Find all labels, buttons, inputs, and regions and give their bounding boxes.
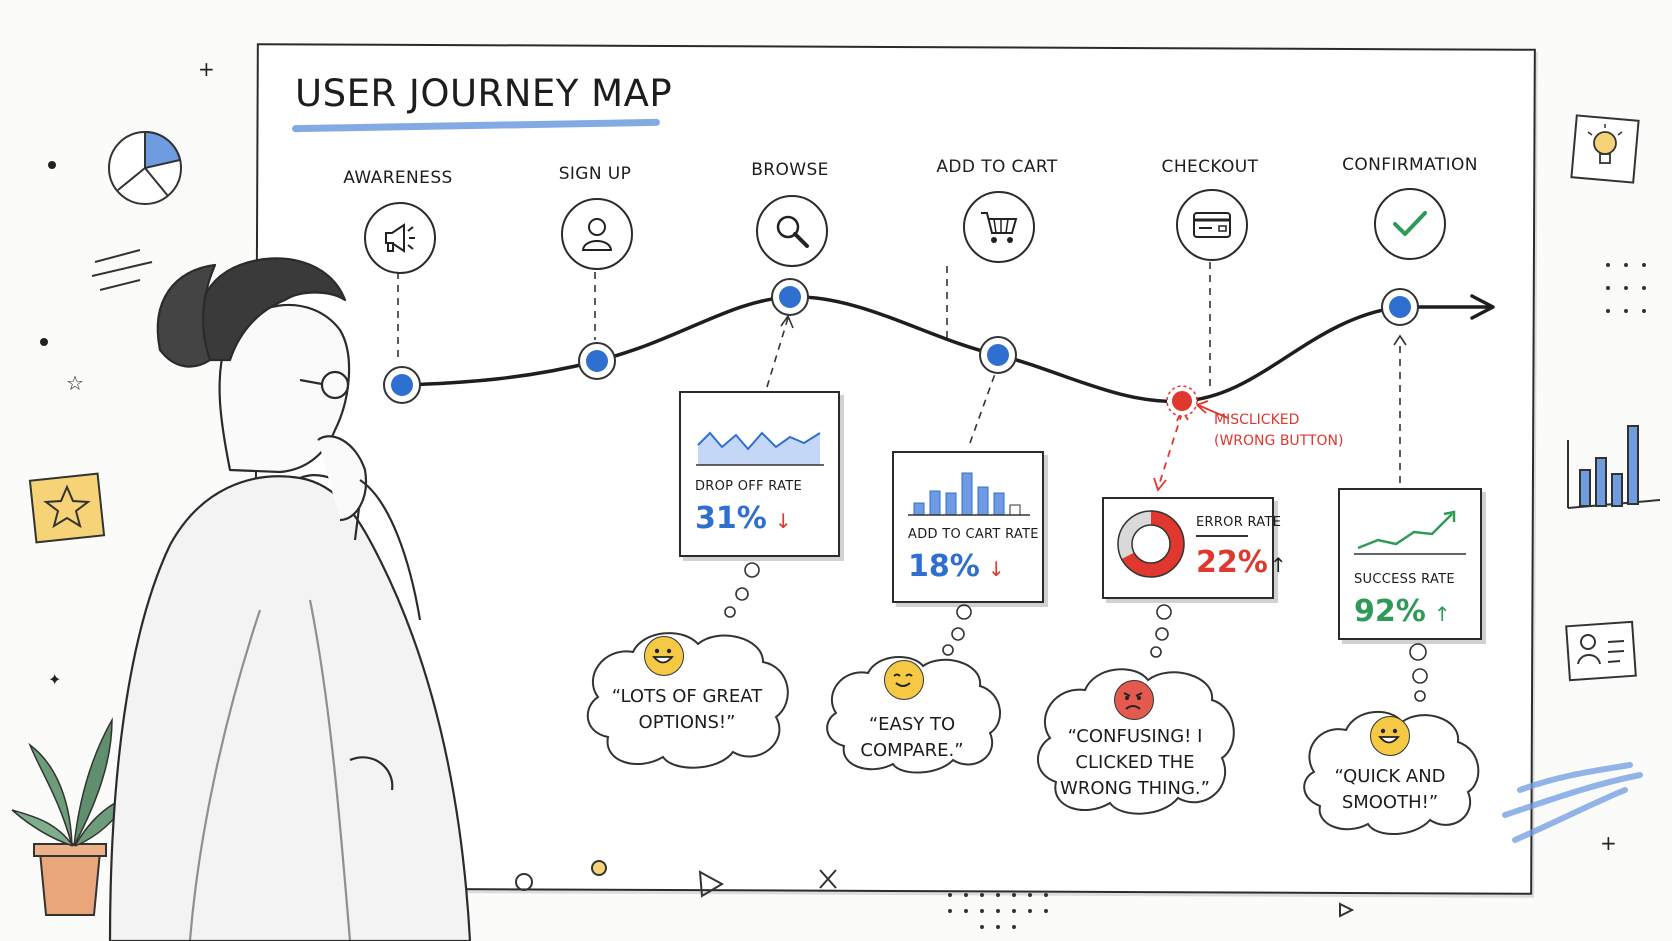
thought-text: “CONFUSING! I CLICKED THE WRONG THING.”	[1060, 726, 1210, 799]
bar-chart-thumbnail	[908, 472, 1030, 516]
line-chart-thumbnail	[696, 431, 824, 466]
angry-emoji-icon	[1114, 680, 1154, 720]
sketch-lines	[91, 249, 153, 291]
bar-chart-doodle	[1567, 425, 1661, 509]
trend-down-icon: ↓	[774, 509, 792, 533]
metric-card-add-to-cart: ADD TO CART RATE 18%↓	[892, 451, 1044, 603]
metric-card-drop-off: DROP OFF RATE 31%↓	[679, 391, 840, 557]
thought-bubble: “LOTS OF GREAT OPTIONS!”	[578, 622, 796, 772]
stage-label-awareness: AWARENESS	[343, 168, 453, 188]
svg-text:+: +	[1600, 831, 1617, 855]
metric-card-error-rate: ERROR RATE 22%↑	[1102, 497, 1287, 599]
metric-value: 22%↑	[1196, 545, 1287, 580]
cart-icon	[963, 191, 1035, 263]
thought-bubble: “CONFUSING! I CLICKED THE WRONG THING.”	[1030, 658, 1240, 818]
metric-label: ADD TO CART RATE	[908, 527, 1039, 542]
profile-card-doodle	[1565, 620, 1637, 682]
user-icon	[561, 198, 633, 270]
thought-bubble: “QUICK AND SMOOTH!”	[1296, 702, 1484, 838]
trend-up-icon: ↑	[1269, 553, 1287, 577]
credit-card-icon	[1176, 189, 1248, 261]
dot-grid-bottom	[948, 893, 1048, 929]
pie-doodle	[108, 130, 182, 205]
stage-label-add-to-cart: ADD TO CART	[936, 157, 1058, 177]
lightbulb-sticky-note	[1570, 114, 1640, 184]
metric-label: DROP OFF RATE	[695, 479, 803, 494]
stage-label-browse: BROWSE	[751, 160, 829, 180]
trend-down-icon: ↓	[987, 557, 1005, 581]
divider	[1196, 535, 1248, 537]
content-emoji-icon	[884, 660, 924, 700]
stage-label-sign-up: SIGN UP	[558, 164, 632, 184]
metric-value: 18%↓	[908, 549, 1005, 584]
donut-chart-thumbnail	[1117, 510, 1185, 578]
misclick-annotation: MISCLICKED (WRONG BUTTON)	[1214, 412, 1344, 449]
dot-doodles	[40, 161, 56, 346]
smile-emoji-icon	[1370, 716, 1410, 756]
stage-label-checkout: CHECKOUT	[1161, 157, 1259, 177]
thought-text: “EASY TO COMPARE.”	[860, 714, 964, 761]
dot-grid-right	[1606, 263, 1646, 313]
thought-bubble: “EASY TO COMPARE.”	[818, 648, 1006, 776]
page-title: USER JOURNEY MAP	[295, 72, 673, 115]
metric-label: ERROR RATE	[1196, 515, 1282, 530]
metric-value: 92%↑	[1354, 594, 1451, 629]
metric-value: 31%↓	[695, 501, 792, 536]
svg-text:✦: ✦	[48, 670, 61, 689]
megaphone-icon	[364, 202, 436, 274]
star-sticky-note	[28, 472, 106, 544]
metric-card-success-rate: SUCCESS RATE 92%↑	[1338, 488, 1482, 640]
smile-emoji-icon	[644, 636, 684, 676]
potted-plant	[11, 717, 132, 916]
thought-text: “LOTS OF GREAT OPTIONS!”	[611, 686, 763, 733]
checkmark-icon	[1374, 188, 1446, 260]
metric-label: SUCCESS RATE	[1354, 572, 1455, 587]
stage-label-confirmation: CONFIRMATION	[1342, 155, 1478, 175]
trend-chart-thumbnail	[1354, 510, 1466, 555]
svg-text:☆: ☆	[66, 371, 84, 395]
svg-text:+: +	[198, 57, 215, 81]
thought-text: “QUICK AND SMOOTH!”	[1334, 766, 1446, 813]
trend-up-icon: ↑	[1433, 602, 1451, 626]
search-icon	[756, 195, 828, 267]
